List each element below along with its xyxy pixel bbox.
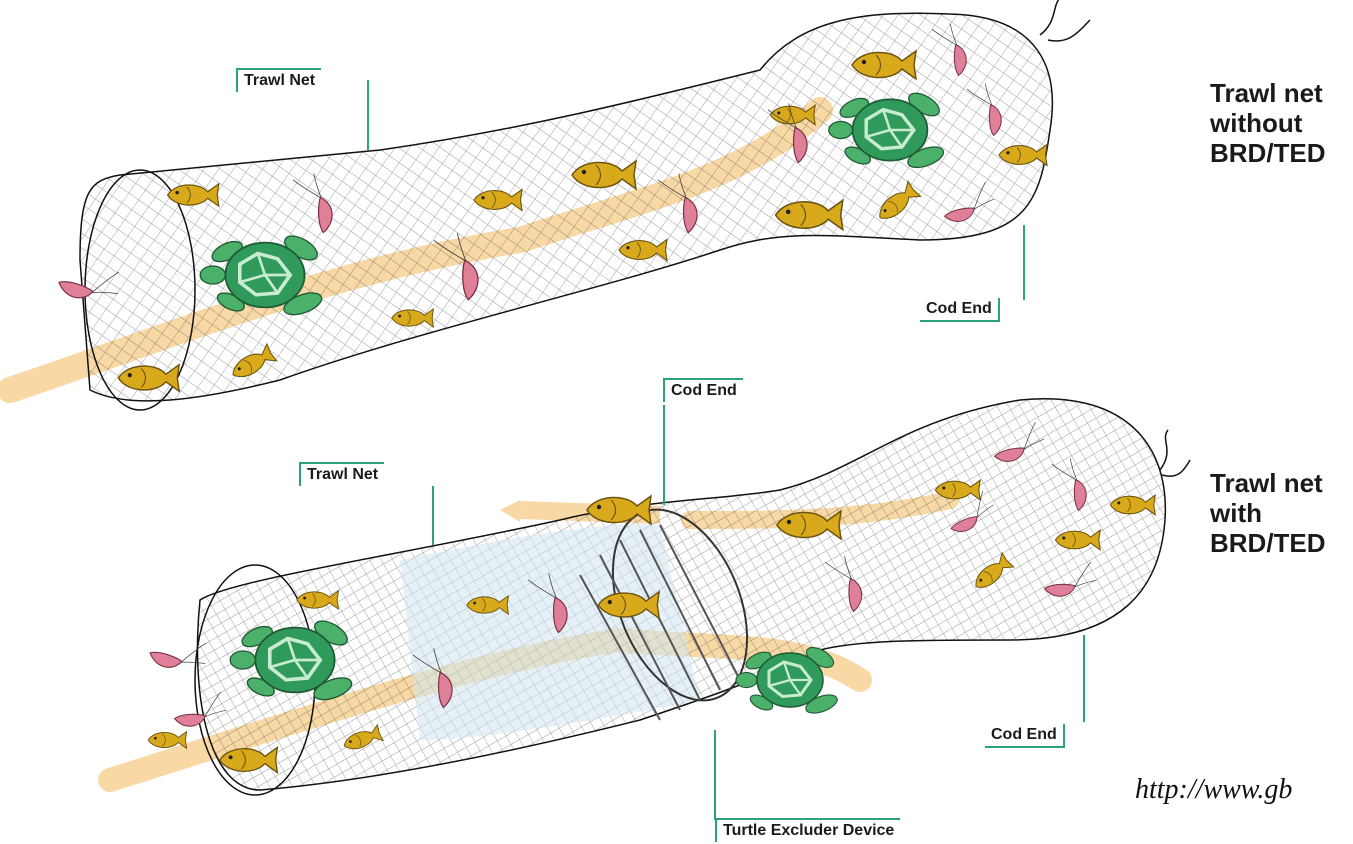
title-line: Trawl net (1210, 468, 1326, 498)
title-line: BRD/TED (1210, 138, 1326, 168)
title-line: without (1210, 108, 1326, 138)
label-trawl-net-top: Trawl Net (236, 68, 321, 92)
source-url: http://www.gb (1135, 774, 1353, 806)
label-turtle-excluder-device: Turtle Excluder Device (715, 818, 900, 842)
title-line: Trawl net (1210, 78, 1326, 108)
title-with-brd-ted: Trawl net with BRD/TED (1210, 468, 1326, 558)
label-cod-end-top: Cod End (920, 298, 1000, 322)
title-without-brd-ted: Trawl net without BRD/TED (1210, 78, 1326, 168)
title-line: BRD/TED (1210, 528, 1326, 558)
label-cod-end-bottom-upper: Cod End (663, 378, 743, 402)
label-trawl-net-bottom: Trawl Net (299, 462, 384, 486)
title-line: with (1210, 498, 1326, 528)
label-cod-end-bottom-lower: Cod End (985, 724, 1065, 748)
